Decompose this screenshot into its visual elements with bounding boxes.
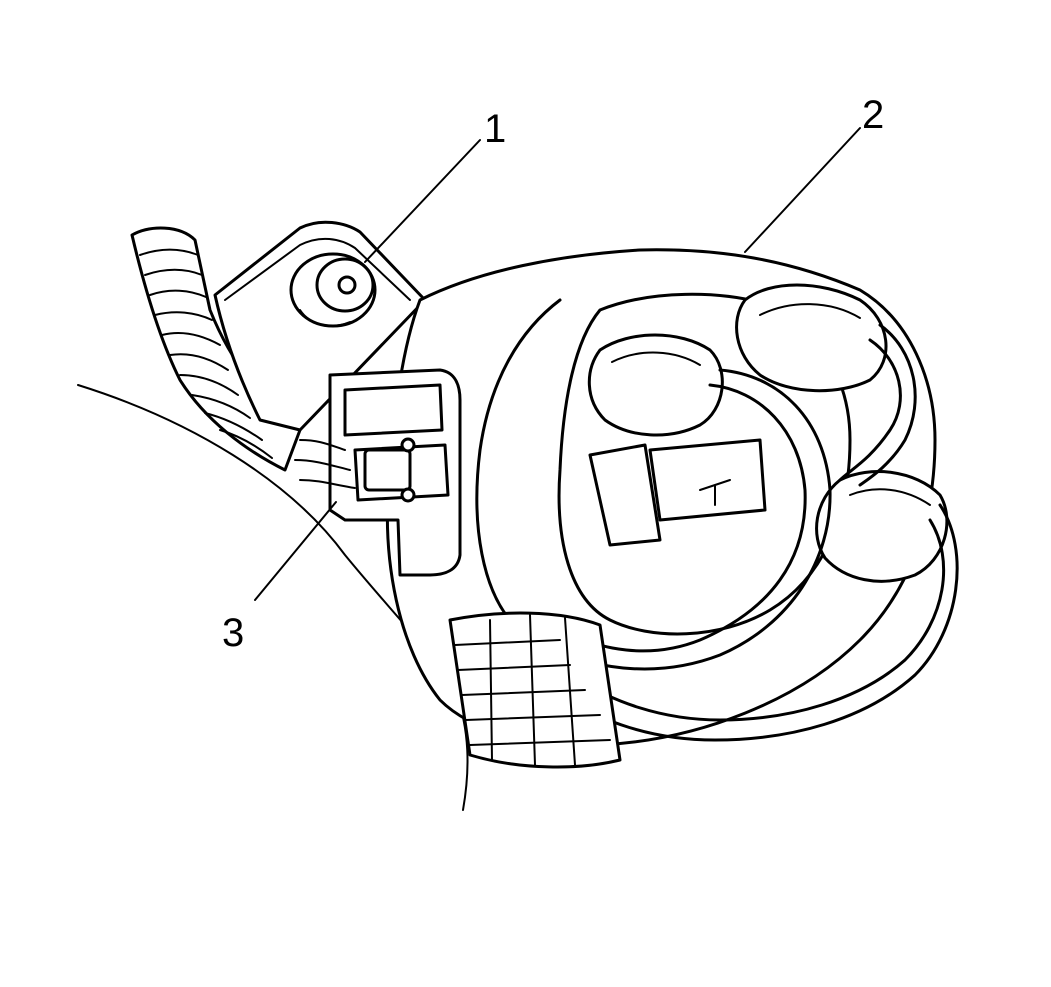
leader-line-2 xyxy=(744,127,861,253)
leader-line-3 xyxy=(254,501,337,601)
leader-line-1 xyxy=(364,139,481,263)
callout-leaders xyxy=(254,127,861,601)
spark-plug-wire-boots xyxy=(553,283,959,742)
callout-3: 3 xyxy=(222,611,244,655)
rotor-unit xyxy=(588,438,767,547)
callout-1: 1 xyxy=(484,107,506,151)
hold-down-bolt xyxy=(289,252,377,328)
callout-2: 2 xyxy=(862,93,884,137)
electrical-connector xyxy=(294,368,462,577)
wiring-loom-base xyxy=(448,611,622,769)
